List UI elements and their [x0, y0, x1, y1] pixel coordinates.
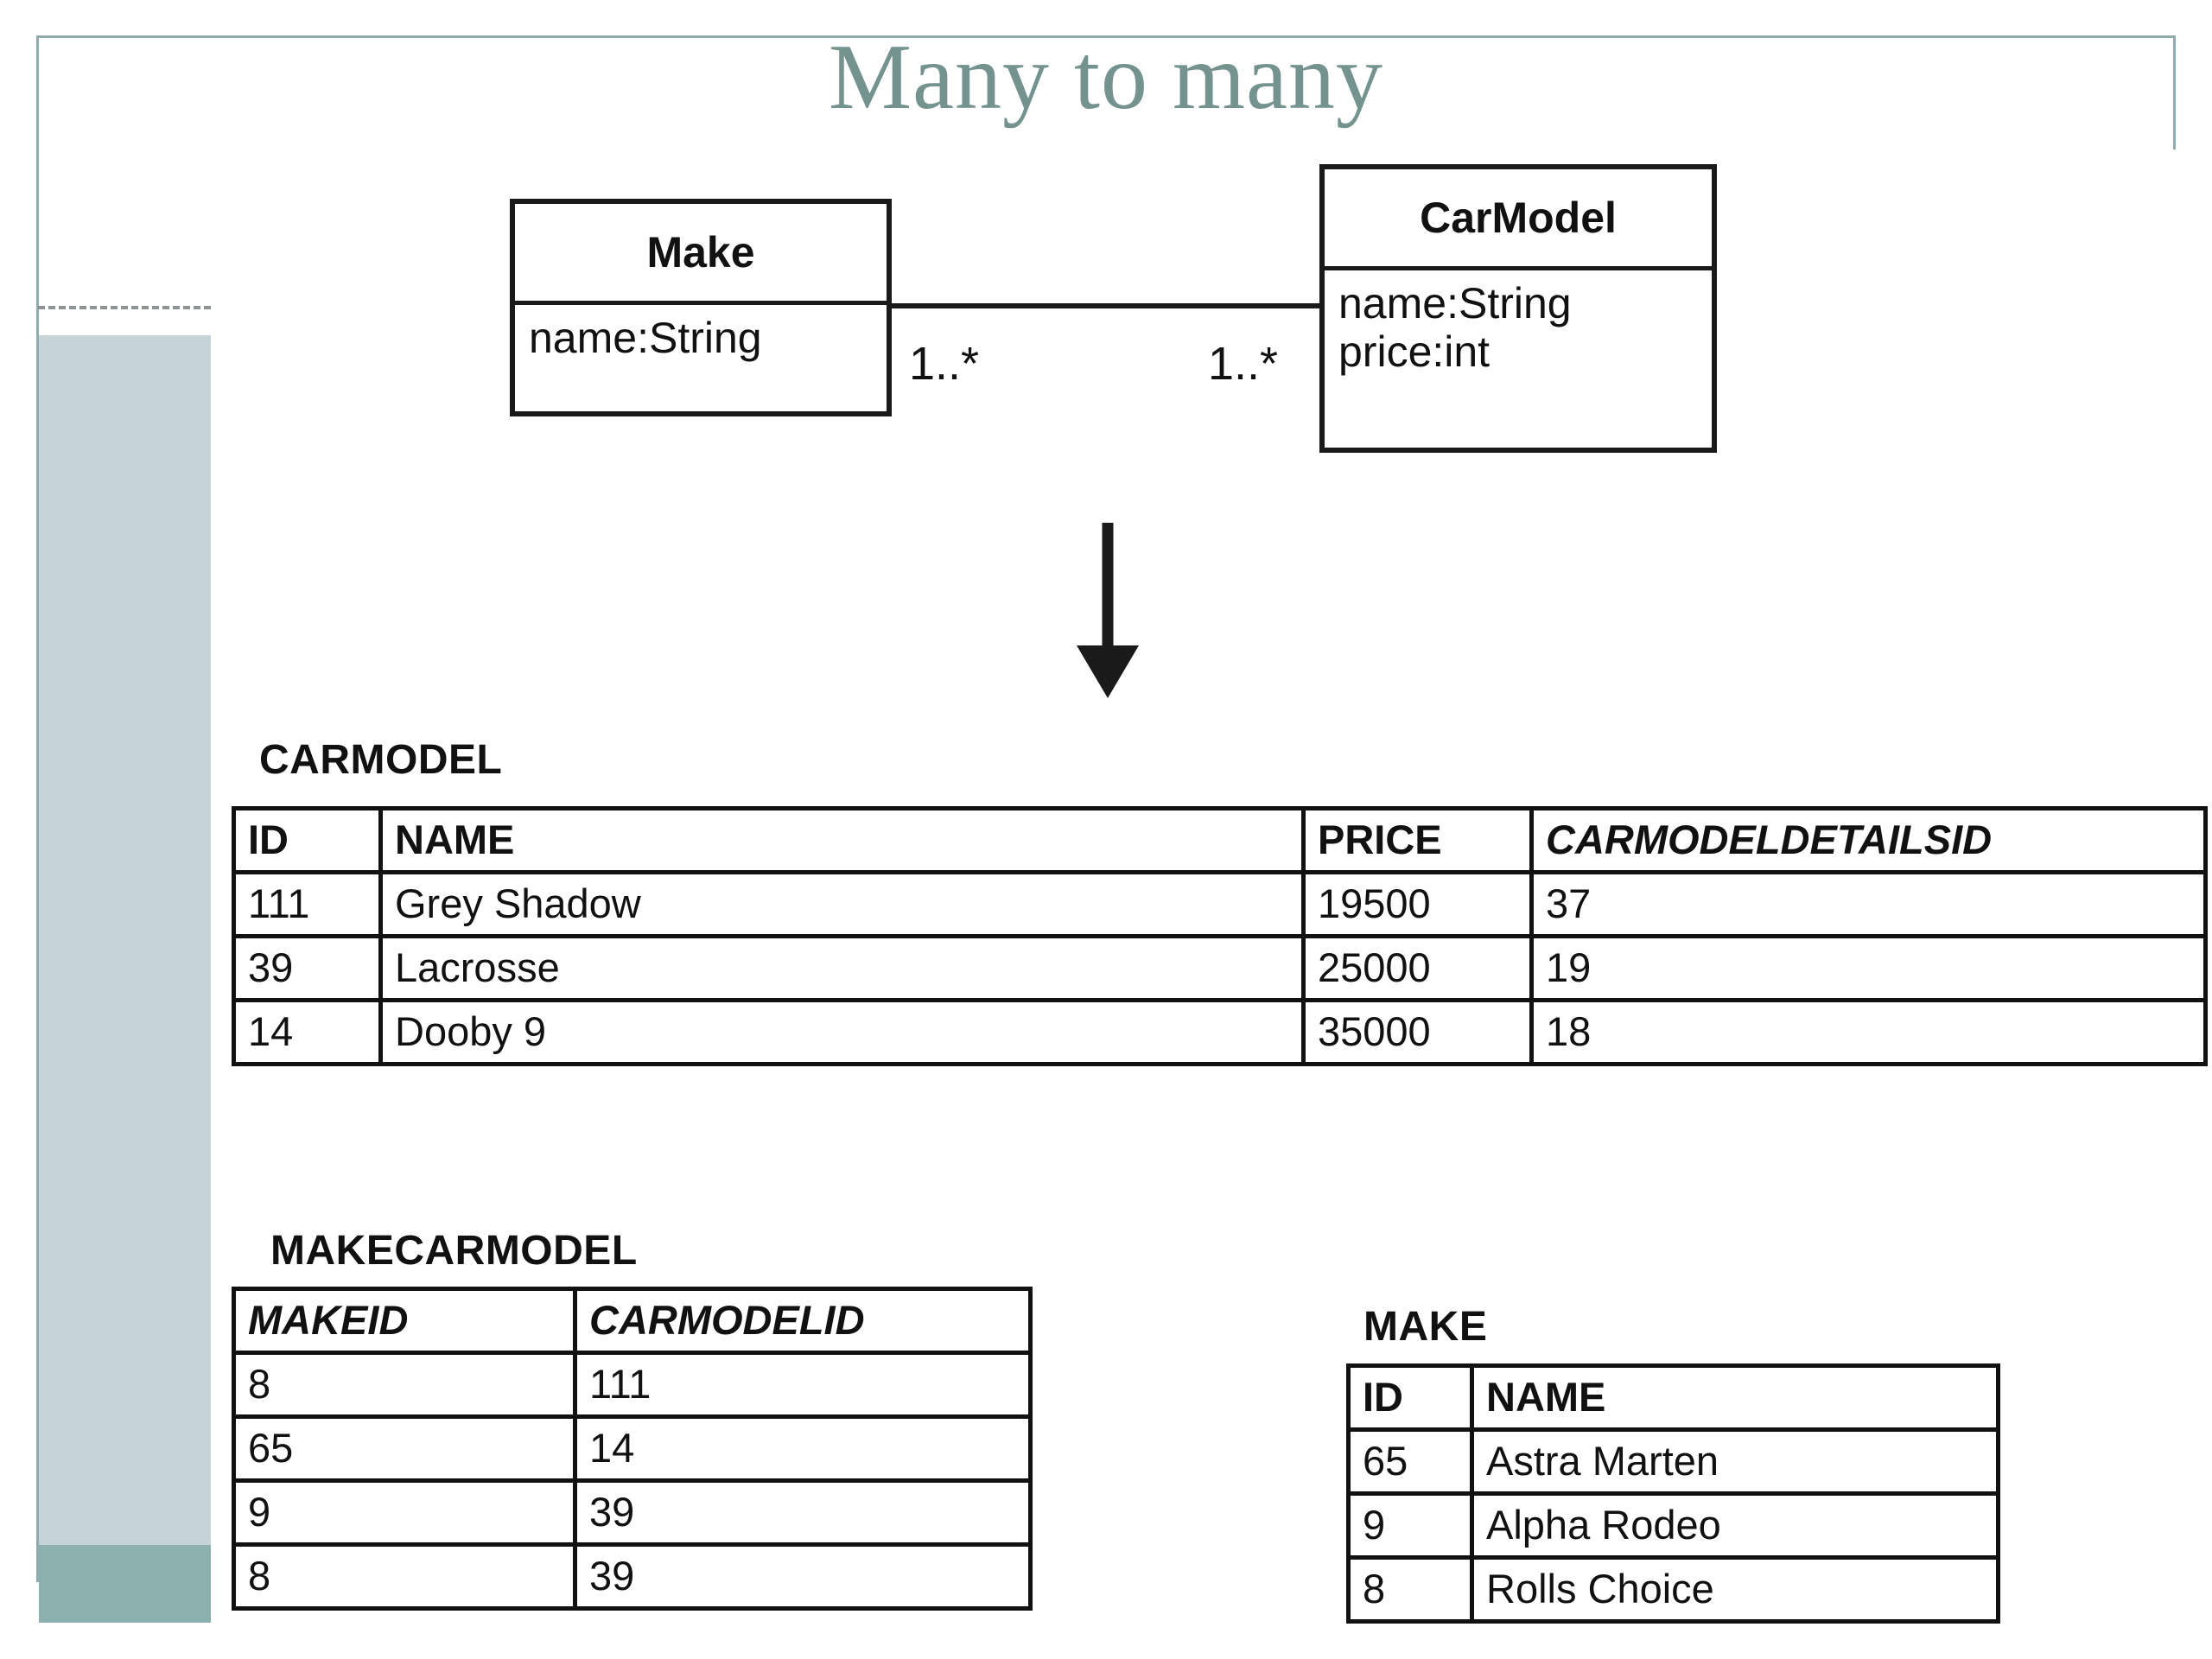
- cell-id: 111: [232, 870, 383, 938]
- cell-carmodeldetailsid: 19: [1529, 934, 2208, 1002]
- column-header-name: NAME: [1470, 1363, 2000, 1432]
- uml-association-line: [887, 303, 1323, 308]
- cell-makeid: 9: [232, 1478, 577, 1547]
- sidebar-accent-light: [39, 335, 211, 1545]
- cell-carmodelid: 111: [573, 1351, 1033, 1419]
- cell-makeid: 8: [232, 1351, 577, 1419]
- cell-name: Rolls Choice: [1470, 1555, 2000, 1624]
- table-row: 14 Dooby 9 35000 18: [232, 998, 2208, 1066]
- column-header-price: PRICE: [1301, 806, 1534, 874]
- cell-price: 35000: [1301, 998, 1534, 1066]
- sidebar-accent-dark: [39, 1545, 211, 1623]
- cell-carmodelid: 39: [573, 1542, 1033, 1611]
- frame-left-border: [36, 35, 39, 1582]
- uml-class-carmodel: CarModel name:String price:int: [1319, 164, 1717, 453]
- column-header-id: ID: [1346, 1363, 1474, 1432]
- cell-id: 8: [1346, 1555, 1474, 1624]
- cell-makeid: 65: [232, 1414, 577, 1483]
- frame-right-border: [2173, 35, 2176, 149]
- table-header-row: ID NAME PRICE CARMODELDETAILSID: [232, 806, 2208, 874]
- uml-attr-name: name:String: [1338, 279, 1572, 327]
- uml-class-make-divider: [515, 301, 887, 305]
- page-title: Many to many: [829, 26, 1383, 129]
- uml-class-carmodel-divider: [1325, 266, 1712, 270]
- table-row: 8 39: [232, 1542, 1033, 1611]
- dashed-divider: [38, 306, 211, 309]
- table-row: 65 14: [232, 1414, 1033, 1483]
- table-header-row: MAKEID CARMODELID: [232, 1287, 1033, 1355]
- table-row: 9 39: [232, 1478, 1033, 1547]
- column-header-carmodeldetailsid: CARMODELDETAILSID: [1529, 806, 2208, 874]
- cell-makeid: 8: [232, 1542, 577, 1611]
- cell-id: 14: [232, 998, 383, 1066]
- cell-name: Astra Marten: [1470, 1427, 2000, 1496]
- column-header-carmodelid: CARMODELID: [573, 1287, 1033, 1355]
- table-label-carmodel: CARMODEL: [259, 737, 503, 783]
- cell-name: Lacrosse: [378, 934, 1306, 1002]
- cell-id: 9: [1346, 1491, 1474, 1560]
- cell-name: Alpha Rodeo: [1470, 1491, 2000, 1560]
- frame-top-border: [36, 35, 2176, 38]
- column-header-id: ID: [232, 806, 383, 874]
- column-header-name: NAME: [378, 806, 1306, 874]
- uml-class-carmodel-name: CarModel: [1420, 194, 1617, 242]
- table-carmodel: ID NAME PRICE CARMODELDETAILSID 111 Grey…: [232, 806, 2208, 1066]
- cell-id: 39: [232, 934, 383, 1002]
- table-row: 8 111: [232, 1351, 1033, 1419]
- column-header-makeid: MAKEID: [232, 1287, 577, 1355]
- down-arrow-icon: [1077, 523, 1139, 698]
- table-row: 111 Grey Shadow 19500 37: [232, 870, 2208, 938]
- table-header-row: ID NAME: [1346, 1363, 2000, 1432]
- uml-class-make-name: Make: [646, 228, 755, 276]
- uml-class-make-attributes: name:String: [529, 314, 762, 362]
- uml-attr-price: price:int: [1338, 327, 1491, 376]
- cell-name: Grey Shadow: [378, 870, 1306, 938]
- uml-multiplicity-left: 1..*: [909, 338, 980, 390]
- uml-multiplicity-right: 1..*: [1208, 338, 1279, 390]
- cell-carmodeldetailsid: 18: [1529, 998, 2208, 1066]
- cell-carmodelid: 39: [573, 1478, 1033, 1547]
- table-row: 8 Rolls Choice: [1346, 1555, 2000, 1624]
- cell-name: Dooby 9: [378, 998, 1306, 1066]
- table-row: 9 Alpha Rodeo: [1346, 1491, 2000, 1560]
- uml-class-carmodel-attributes: name:String price:int: [1325, 270, 1712, 376]
- cell-price: 25000: [1301, 934, 1534, 1002]
- table-label-makecarmodel: MAKECARMODEL: [270, 1228, 638, 1274]
- table-makecarmodel: MAKEID CARMODELID 8 111 65 14 9 39 8 39: [232, 1287, 1033, 1611]
- cell-id: 65: [1346, 1427, 1474, 1496]
- table-row: 65 Astra Marten: [1346, 1427, 2000, 1496]
- cell-price: 19500: [1301, 870, 1534, 938]
- cell-carmodeldetailsid: 37: [1529, 870, 2208, 938]
- table-label-make: MAKE: [1363, 1304, 1488, 1350]
- table-make: ID NAME 65 Astra Marten 9 Alpha Rodeo 8 …: [1346, 1363, 2000, 1624]
- uml-class-make: Make name:String: [510, 199, 892, 416]
- cell-carmodelid: 14: [573, 1414, 1033, 1483]
- table-row: 39 Lacrosse 25000 19: [232, 934, 2208, 1002]
